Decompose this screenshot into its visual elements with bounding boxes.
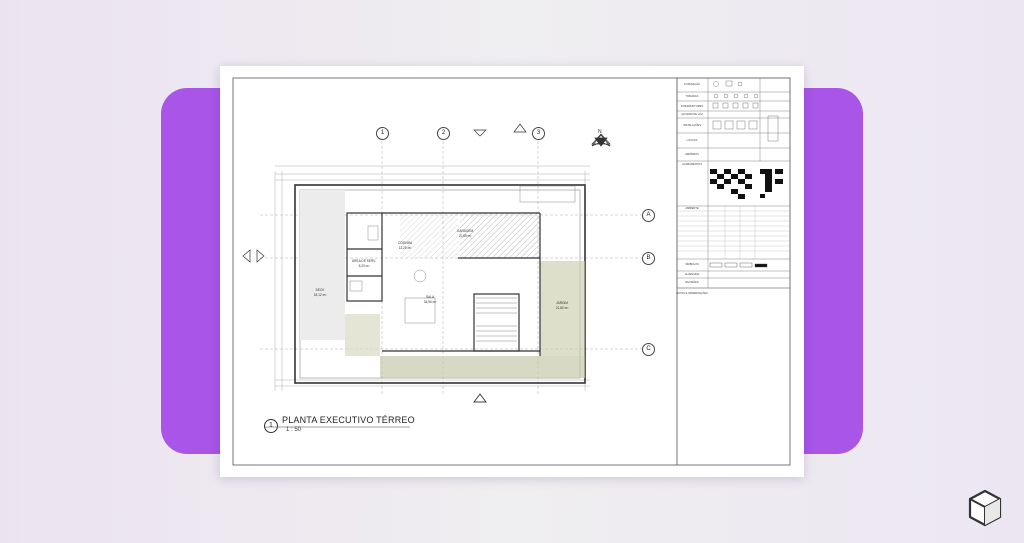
view-number-bubble: 1 (264, 419, 278, 433)
drawing-title: PLANTA EXECUTIVO TÉRREO (282, 415, 415, 425)
grid-row-bubble: B (642, 252, 655, 265)
legend-row-label: LOUÇAS (687, 138, 698, 142)
room-area: 12,25 m² (399, 246, 412, 250)
drawing-scale: 1 : 50 (286, 427, 302, 433)
north-label: N (598, 129, 602, 135)
room-label: DECK (316, 288, 326, 292)
room-area: 18,12 m² (314, 293, 327, 297)
room-area: 5,20 m² (359, 264, 370, 268)
room-label: ÁREA DE SERV. (352, 259, 376, 263)
grid-row-bubble: C (642, 343, 655, 356)
room-label: SALA (426, 295, 435, 299)
room-label: GARAGEM (457, 229, 474, 233)
legend-row-label: ARMÁRIOS (685, 152, 699, 156)
legend-row-label: ILUMINAÇÃO (684, 81, 700, 86)
legend-row-label: ALVENARIA (685, 272, 700, 276)
grid-row-bubble: A (642, 209, 655, 222)
floor-plan-drawing: GARAGEM 22,85 m² COZINHA 12,25 m² ÁREA D… (232, 77, 791, 466)
legend-row-label: ACABAMENTOS (682, 162, 702, 166)
grid-column-bubble: 3 (532, 127, 545, 140)
drawing-sheet: GARAGEM 22,85 m² COZINHA 12,25 m² ÁREA D… (220, 66, 804, 477)
grid-column-bubble: 1 (376, 127, 389, 140)
legend-row-label: QUADRO DE LUZ (681, 112, 703, 116)
legend-row-label: SÍMBOLOS (685, 262, 699, 266)
room-area: 21,80 m² (556, 306, 569, 310)
legend-row-label: NOTAS E OBSERVAÇÕES (676, 290, 708, 295)
legend-row-label: REVISÕES (685, 279, 699, 284)
legend-row-label: AMBIENTE (685, 206, 699, 210)
room-area: 34,55 m² (424, 300, 437, 304)
legend-row-label: TOMADAS (686, 94, 699, 98)
legend-row-label: INTERRUPTORES (681, 104, 703, 108)
grid-column-bubble: 2 (437, 127, 450, 140)
room-label: COZINHA (398, 241, 413, 245)
hexagon-cube-icon (968, 489, 1002, 527)
room-area: 22,85 m² (459, 234, 472, 238)
legend-row-label: INSTALAÇÕES (683, 122, 701, 127)
room-label: JARDIM (556, 301, 568, 305)
